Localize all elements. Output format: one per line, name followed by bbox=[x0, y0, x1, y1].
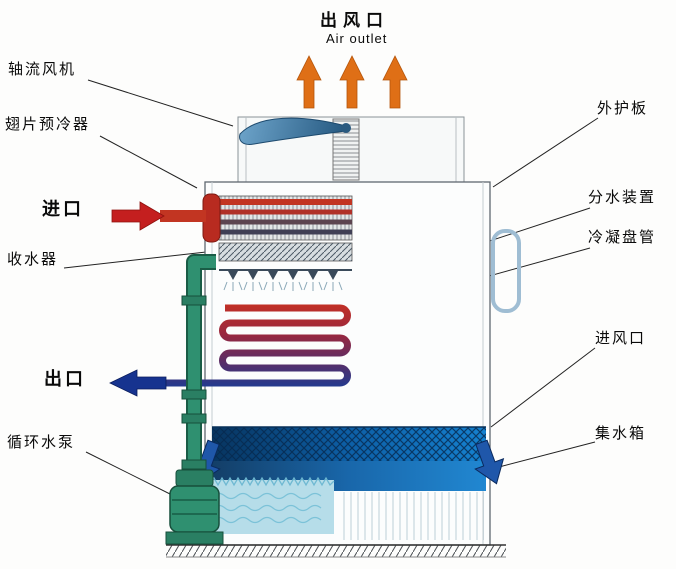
fin-precooler-coil bbox=[202, 193, 353, 243]
label-axial-fan: 轴流风机 bbox=[8, 61, 77, 78]
label-outlet: 出口 bbox=[44, 369, 86, 389]
label-outer-panel: 外护板 bbox=[597, 100, 649, 117]
air-outlet-arrow-icon bbox=[296, 55, 322, 109]
inlet-arrow-icon bbox=[111, 201, 165, 231]
label-water-tank: 集水箱 bbox=[595, 425, 647, 442]
axial-fan-blade bbox=[239, 117, 347, 145]
spray-nozzles bbox=[219, 269, 352, 291]
circulating-pump-pipe bbox=[165, 254, 224, 545]
outlet-arrow-icon bbox=[109, 369, 167, 397]
air-outlet-title-en: Air outlet bbox=[326, 31, 388, 46]
air-outlet-title-zh: 出风口 bbox=[320, 11, 389, 30]
label-circulating-pump: 循环水泵 bbox=[7, 434, 76, 451]
inlet-pipe bbox=[111, 201, 206, 231]
air-outlet-arrow-icon bbox=[339, 55, 365, 109]
label-water-collector: 收水器 bbox=[7, 251, 59, 268]
label-inlet: 进口 bbox=[42, 199, 84, 219]
fan-hub bbox=[341, 123, 351, 133]
pump-body bbox=[165, 469, 224, 545]
label-water-distributor: 分水装置 bbox=[588, 189, 657, 206]
label-air-inlet: 进风口 bbox=[595, 330, 647, 347]
tank-substructure bbox=[338, 492, 484, 540]
air-outlet-arrows bbox=[296, 55, 408, 109]
label-fin-precooler: 翅片预冷器 bbox=[5, 116, 91, 133]
air-outlet-arrow-icon bbox=[382, 55, 408, 109]
label-condensing-coil: 冷凝盘管 bbox=[588, 229, 657, 246]
drift-eliminator bbox=[218, 242, 353, 262]
air-inlet-arrow-right bbox=[474, 439, 505, 485]
side-handle-pipe bbox=[491, 229, 521, 313]
ground-hatch bbox=[166, 544, 506, 558]
water-surface bbox=[209, 476, 335, 534]
fan-housing bbox=[237, 116, 465, 183]
condensing-coil-tube bbox=[164, 304, 351, 387]
